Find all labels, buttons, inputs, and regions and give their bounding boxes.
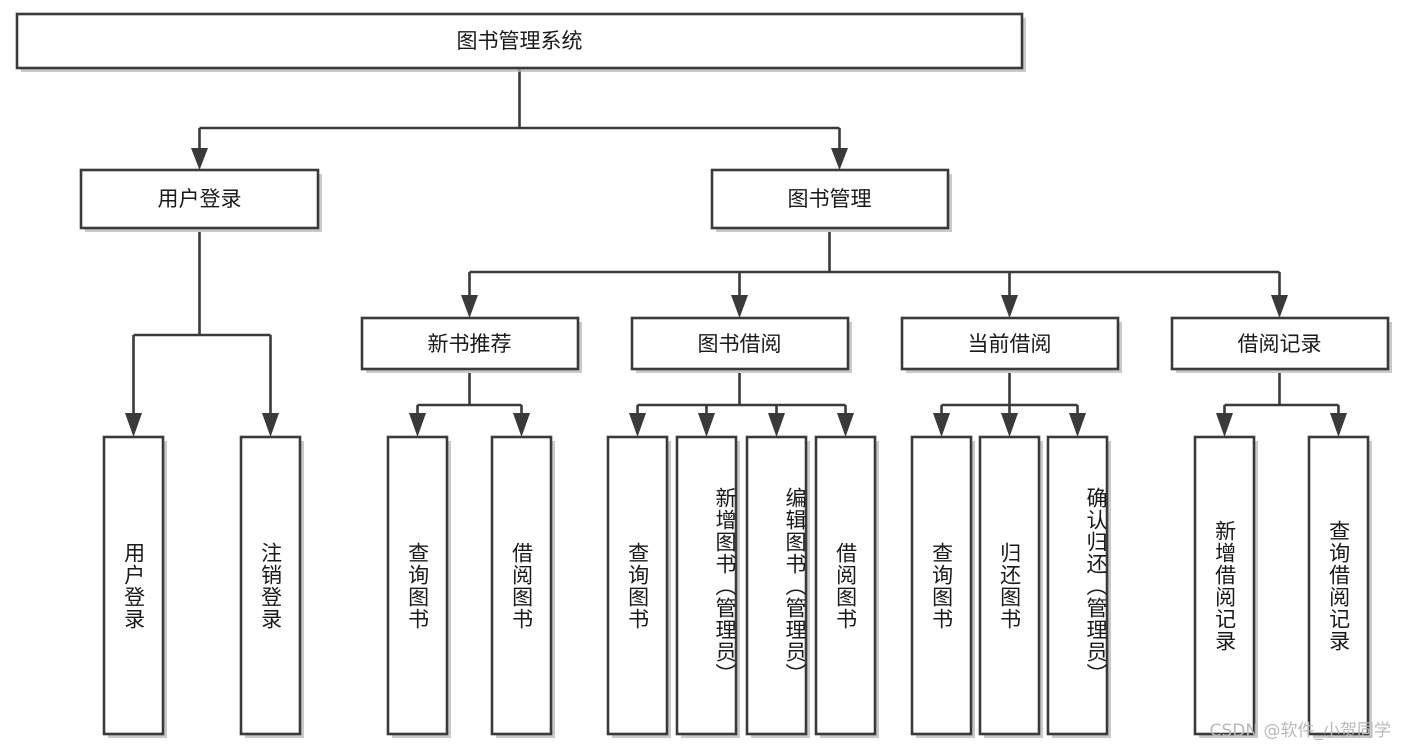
node-current-borrow-label: 当前借阅 xyxy=(968,332,1052,356)
arrow-to-bb-edit-book xyxy=(768,413,785,437)
node-user-login[interactable]: 用户登录 xyxy=(79,168,322,232)
csdn-watermark: CSDN @软件_小贺同学 xyxy=(1209,721,1391,741)
node-borrow-record-label: 借阅记录 xyxy=(1238,332,1322,356)
node-root[interactable]: 图书管理系统 xyxy=(15,12,1026,72)
leaf-bb-edit-book[interactable] xyxy=(745,435,810,738)
leaf-bb-add-book[interactable] xyxy=(675,435,740,738)
arrow-to-current-borrow xyxy=(1001,295,1018,318)
node-new-book-rec-label: 新书推荐 xyxy=(428,332,512,356)
node-current-borrow[interactable]: 当前借阅 xyxy=(900,316,1122,373)
arrow-to-bb-query-book xyxy=(629,413,646,437)
connector-root-bus xyxy=(198,68,841,155)
leaf-br-add-record[interactable] xyxy=(1193,435,1258,738)
leaf-br-query-record[interactable] xyxy=(1307,435,1372,738)
node-root-label: 图书管理系统 xyxy=(457,29,583,53)
node-book-manage-label: 图书管理 xyxy=(788,187,872,211)
arrow-to-rec-query-book xyxy=(409,413,426,437)
leaf-cb-return-book[interactable] xyxy=(978,435,1043,738)
arrow-to-cb-return-book xyxy=(1001,413,1018,437)
arrow-to-rec-borrow-book xyxy=(513,413,530,437)
arrow-to-leaf-user-login xyxy=(125,413,142,437)
connector-newbookrec-bus xyxy=(416,373,523,418)
leaf-user-login[interactable] xyxy=(102,435,167,738)
leaf-rec-borrow-book[interactable] xyxy=(490,435,555,738)
node-new-book-rec[interactable]: 新书推荐 xyxy=(360,316,582,373)
arrow-to-br-add-record xyxy=(1216,413,1233,437)
node-book-borrow[interactable]: 图书借阅 xyxy=(630,316,852,373)
arrow-to-bb-add-book xyxy=(698,413,715,437)
connector-borrowrecord-bus xyxy=(1223,373,1340,418)
node-borrow-record[interactable]: 借阅记录 xyxy=(1170,316,1392,373)
arrow-to-leaf-logout xyxy=(262,413,279,437)
connector-bookmanage-bus xyxy=(468,232,1281,302)
arrow-to-new-book-rec xyxy=(461,295,478,318)
leaf-bb-query-book[interactable] xyxy=(606,435,671,738)
arrow-to-book-borrow xyxy=(731,295,748,318)
connector-userlogin-bus xyxy=(132,232,272,418)
leaf-logout[interactable] xyxy=(239,435,304,738)
node-book-manage[interactable]: 图书管理 xyxy=(710,168,952,232)
arrow-to-br-query-record xyxy=(1330,413,1347,437)
connector-layer xyxy=(125,68,1347,437)
arrow-to-borrow-record xyxy=(1271,295,1288,318)
arrow-to-cb-confirm-return xyxy=(1069,413,1086,437)
leaf-rec-query-book[interactable] xyxy=(386,435,451,738)
arrow-to-book-manage xyxy=(831,148,848,170)
connector-bookborrow-bus xyxy=(636,373,847,418)
connector-currentborrow-bus xyxy=(940,373,1079,418)
arrow-to-bb-borrow-book xyxy=(837,413,854,437)
node-user-login-label: 用户登录 xyxy=(158,187,242,211)
leaf-cb-confirm-return[interactable] xyxy=(1046,435,1111,738)
leaf-cb-query-book[interactable] xyxy=(910,435,975,738)
leaf-bb-borrow-book[interactable] xyxy=(814,435,879,738)
node-book-borrow-label: 图书借阅 xyxy=(698,332,782,356)
arrow-to-user-login xyxy=(191,148,208,170)
arrow-to-cb-query-book xyxy=(933,413,950,437)
